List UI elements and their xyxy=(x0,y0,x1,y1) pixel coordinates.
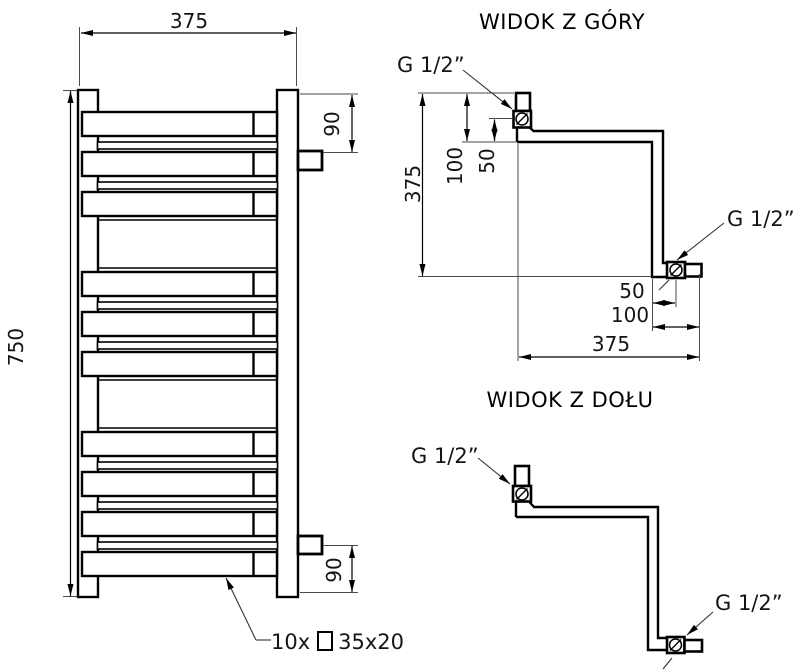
top-offset-50-label: 50 xyxy=(475,148,499,174)
radiator-rung xyxy=(80,470,279,498)
rung-count-text: 10x xyxy=(271,630,311,654)
rung-leader-line xyxy=(225,577,271,641)
top-dimension-lines xyxy=(419,94,699,360)
top-depth-dim-label: 375 xyxy=(401,164,425,204)
top-extension-lines xyxy=(418,92,700,361)
pipe-run xyxy=(515,125,667,279)
front-extension-lines xyxy=(63,27,358,597)
radiator-rung xyxy=(80,550,279,578)
top-right-connection-label: G 1/2” xyxy=(727,207,795,231)
front-dimension-lines xyxy=(67,30,355,596)
top-left-valve xyxy=(512,91,533,129)
radiator-rung xyxy=(80,350,279,378)
bottom-connection-stub xyxy=(296,534,324,556)
valve-stub xyxy=(513,464,531,488)
front-bottom-offset-dim-label: 90 xyxy=(322,557,346,583)
top-bottom-100-label: 100 xyxy=(610,303,650,327)
top-bottom-50-label: 50 xyxy=(619,279,645,303)
front-view-drawing xyxy=(63,27,358,641)
front-width-dim-label: 375 xyxy=(169,9,209,33)
top-left-connection-label: G 1/2” xyxy=(397,53,465,77)
radiator-rungs xyxy=(80,110,279,578)
radiator-rung xyxy=(80,310,279,338)
radiator-rung xyxy=(80,190,279,218)
rung-size-text: 35x20 xyxy=(338,630,405,654)
front-top-offset-dim-label: 90 xyxy=(320,111,344,137)
bottom-left-valve xyxy=(511,464,533,503)
pipe-run xyxy=(514,500,667,652)
top-leader-lines xyxy=(462,69,725,291)
radiator-rung xyxy=(80,150,279,178)
bottom-left-connection-label: G 1/2” xyxy=(411,444,479,468)
bottom-leader-lines xyxy=(477,457,714,670)
bottom-view-drawing xyxy=(477,457,714,670)
radiator-rung xyxy=(80,510,279,538)
radiator-rung xyxy=(80,270,279,298)
top-width-dim-label: 375 xyxy=(591,332,631,356)
bottom-view-title: WIDOK Z DOŁU xyxy=(486,388,654,412)
bottom-right-valve xyxy=(665,635,704,655)
front-height-dim-label: 750 xyxy=(4,327,28,367)
top-right-valve xyxy=(665,260,703,280)
valve-stub xyxy=(683,262,703,278)
valve-stub xyxy=(514,91,532,113)
bottom-right-connection-label: G 1/2” xyxy=(715,591,783,615)
rung-spec-label: 10x 35x20 xyxy=(271,630,404,654)
top-connection-stub xyxy=(296,149,324,172)
rung-connector-bands xyxy=(96,141,279,550)
square-profile-icon xyxy=(317,631,334,651)
radiator-right-collector xyxy=(275,88,300,599)
rung-group-boundary-lines xyxy=(98,219,277,429)
radiator-rung xyxy=(80,430,279,458)
radiator-rung xyxy=(80,110,279,138)
top-view-title: WIDOK Z GÓRY xyxy=(478,10,646,34)
top-offset-100-label: 100 xyxy=(443,146,467,186)
valve-stub xyxy=(683,638,704,653)
top-view-drawing xyxy=(418,69,725,361)
